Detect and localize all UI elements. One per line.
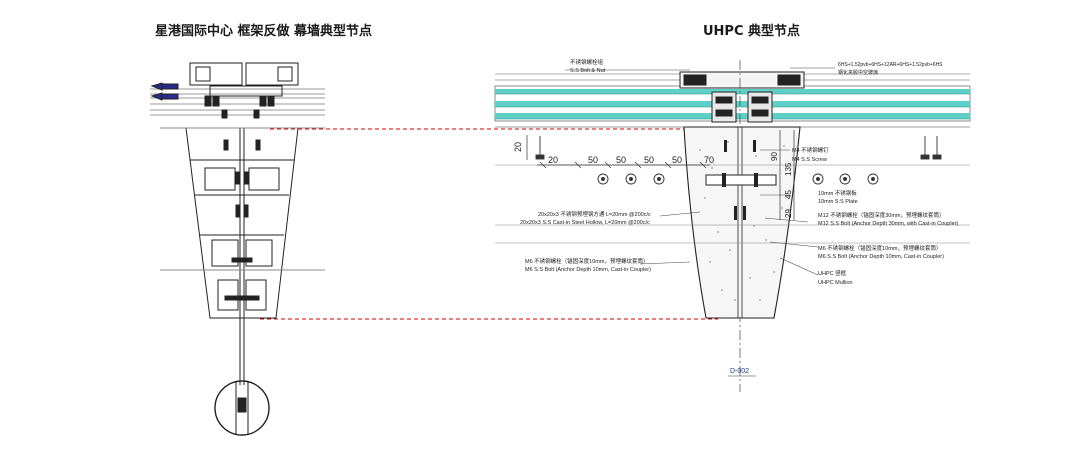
- m6l-label-cn: M6 不锈钢螺栓（锚固深度10mm，预埋螺纹套筒）: [525, 257, 648, 265]
- section-mark-label: D-002: [730, 368, 749, 375]
- left-bolt-icons: [150, 82, 179, 101]
- top-cap-assembly: [679, 60, 805, 392]
- dim-h-1: 50: [588, 155, 598, 165]
- left-hanger-rod: [214, 318, 270, 436]
- m4-label-cn: M4 不锈钢螺钉: [792, 146, 829, 154]
- anchor-points: [597, 173, 879, 185]
- plate-label-cn: 10mm 不锈钢板: [818, 189, 857, 197]
- m6r-label-en: M6 S.S Bolt (Anchor Depth 10mm, Cast-in …: [818, 254, 944, 260]
- right-drawing-title: UHPC 典型节点: [703, 24, 801, 39]
- dim-h-3: 50: [644, 155, 654, 165]
- dimension-lines: [526, 130, 795, 220]
- dim-right-0: 90: [770, 152, 779, 161]
- m12-label-cn: M12 不锈钢螺栓（锚固深度30mm，预埋螺纹套筒）: [818, 211, 945, 219]
- dim-h-0: 20: [548, 155, 558, 165]
- left-mullion-detail: [150, 62, 325, 436]
- left-drawing-title: 星港国际中心 框架反做 幕墙典型节点: [155, 24, 373, 39]
- uhpc-mullion: [683, 126, 801, 319]
- drawing-labels: 不锈钢螺栓组 S.S Bolt & Nut 6HS+1.52pvb+6HS+12…: [513, 58, 958, 375]
- uhpc-label-en: UHPC Mullion: [818, 280, 853, 286]
- left-tapered-mullion: [160, 127, 325, 319]
- plate-label-en: 10mm S.S Plate: [818, 199, 858, 205]
- dim-right-1: 135: [784, 162, 793, 176]
- anchor-bolts: [535, 136, 942, 160]
- hollow-label-cn: 20x20x3 不锈钢预埋钢方通 L=20mm @200c/c: [538, 210, 651, 218]
- left-cap-profile: [189, 62, 299, 97]
- m4-label-en: M4 S.S Screw: [792, 157, 827, 163]
- left-glass-lines: [150, 88, 325, 116]
- glass-spec-1: 6HS+1.52pvb+6HS+12AR+6HS+1.52pvb+6HS: [838, 62, 943, 68]
- glass-spec-2: 钢化夹胶中空玻璃: [838, 69, 878, 76]
- m6r-label-cn: M6 不锈钢螺栓（锚固深度10mm，预埋螺纹套筒）: [818, 244, 941, 252]
- dim-h-4: 50: [672, 155, 682, 165]
- m6l-label-en: M6 S.S Bolt (Anchor Depth 10mm, Cast-in …: [525, 267, 651, 273]
- hollow-label-en: 20x20x3 S.S Cast-in Steel Hollow, L=20mm…: [520, 220, 650, 226]
- alignment-guide-lines: [260, 128, 718, 320]
- m12-label-en: M12 S.S Bolt (Anchor Depth 30mm, with Ca…: [818, 221, 958, 227]
- uhpc-label-cn: UHPC 竖框: [818, 269, 847, 277]
- bolt-label-en: S.S Bolt & Nut: [570, 68, 606, 74]
- dim-h-5: 70: [704, 155, 714, 165]
- bolt-label-cn: 不锈钢螺栓组: [570, 58, 604, 66]
- dim-left-vertical: 20: [513, 142, 523, 152]
- leader-lines: [565, 67, 835, 276]
- left-gaskets: [204, 95, 275, 119]
- dim-right-2: 45: [784, 190, 793, 199]
- right-uhpc-detail: [494, 60, 971, 392]
- left-mullion-fixings: [223, 139, 261, 301]
- dim-right-3: 29: [784, 209, 793, 218]
- dim-h-2: 50: [616, 155, 626, 165]
